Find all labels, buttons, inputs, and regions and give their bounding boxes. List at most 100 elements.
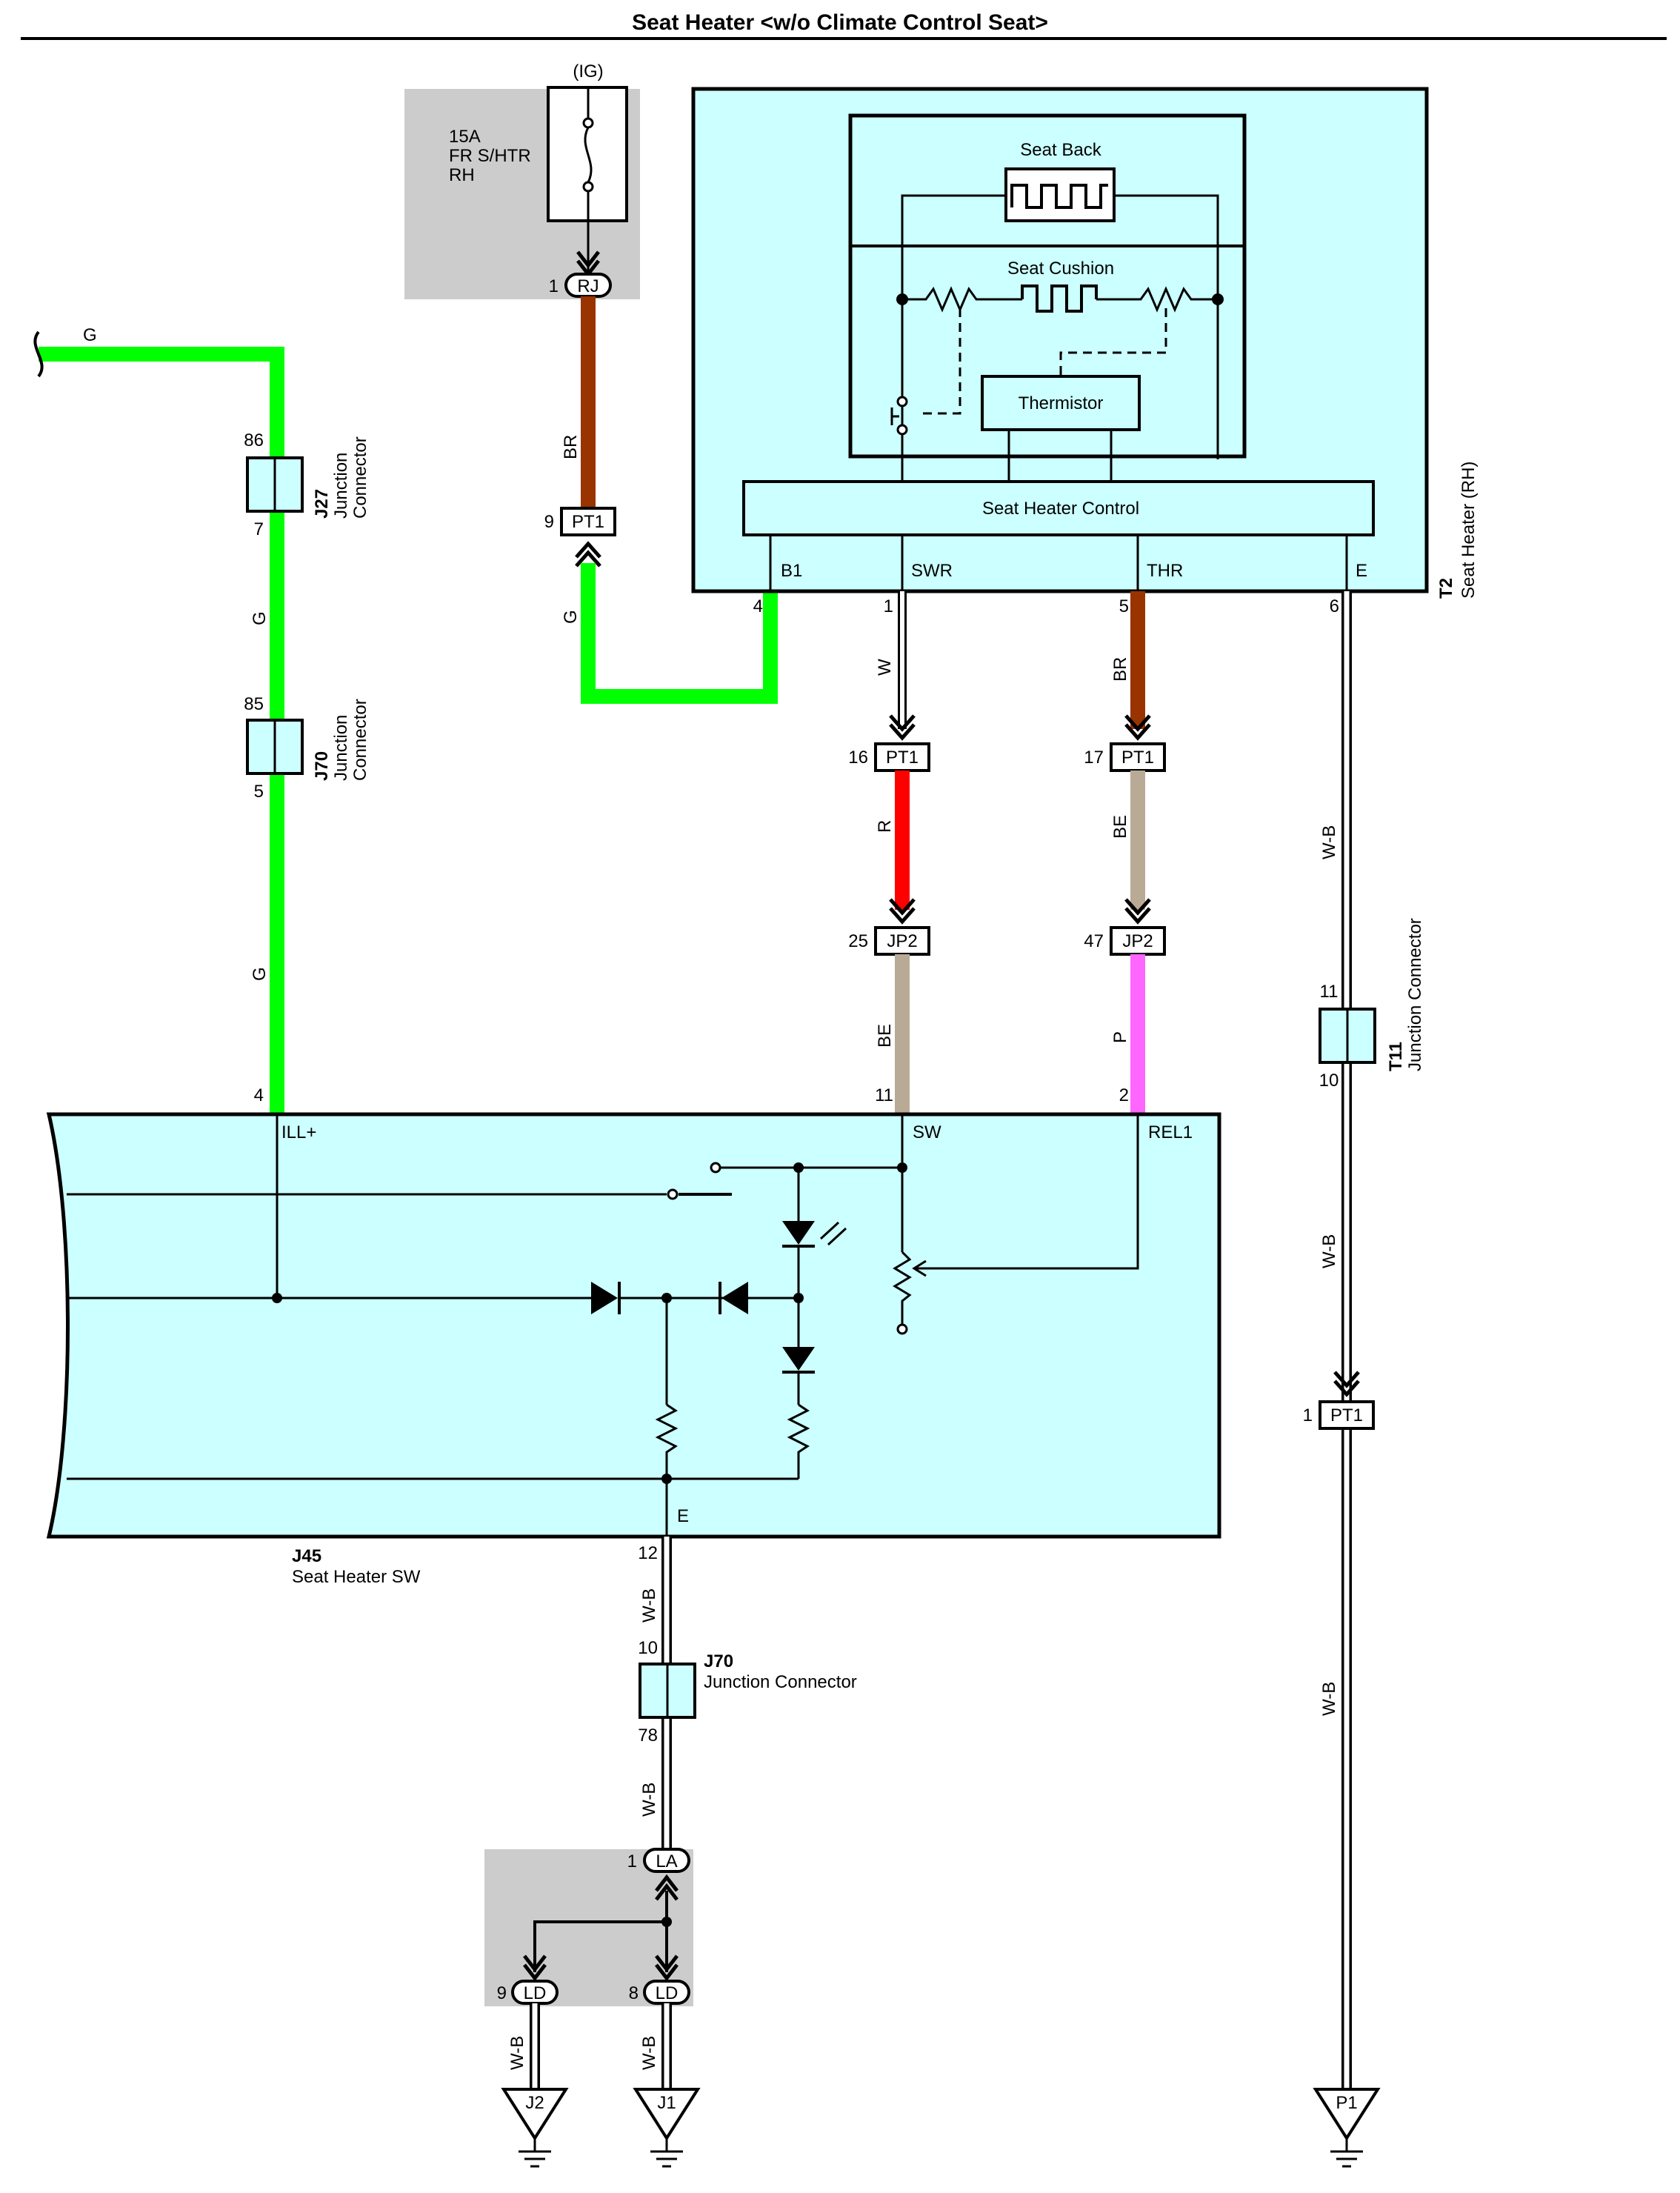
seat-cushion-label: Seat Cushion bbox=[1007, 259, 1114, 279]
connector-ld-a-label: LD bbox=[524, 1983, 547, 2003]
j27-line1: Junction bbox=[331, 453, 351, 519]
pin-e: 6 bbox=[1330, 596, 1339, 616]
wire-wb-switch-label-2: W-B bbox=[639, 1783, 659, 1817]
wire-break-icon bbox=[33, 330, 44, 378]
connector-ld-b-label: LD bbox=[656, 1983, 679, 2003]
switch-pin-ill: 4 bbox=[254, 1085, 264, 1105]
diode-2-icon bbox=[721, 1282, 748, 1314]
terminal-ill: ILL+ bbox=[281, 1122, 316, 1142]
switch-contact-icon bbox=[667, 1188, 679, 1200]
terminal-e: E bbox=[1356, 561, 1367, 581]
switch-pin-sw: 11 bbox=[875, 1085, 893, 1105]
seat-back-label: Seat Back bbox=[1020, 140, 1101, 160]
potentiometer-icon bbox=[893, 1251, 912, 1325]
switch-name: Seat Heater SW bbox=[292, 1567, 421, 1587]
fuse-name-label: FR S/HTR bbox=[449, 146, 531, 166]
connector-jp2-a bbox=[874, 926, 930, 956]
j70b-code: J70 bbox=[704, 1651, 733, 1671]
j70a-line1: Junction bbox=[331, 715, 351, 781]
fuse-side-label: RH bbox=[449, 165, 475, 185]
j27-pin-in: 86 bbox=[244, 430, 264, 450]
connector-pt1-a bbox=[560, 507, 616, 536]
seat-heater-control-label: Seat Heater Control bbox=[982, 499, 1139, 519]
connector-pt1-b-label: PT1 bbox=[886, 748, 919, 768]
connector-rj-label: RJ bbox=[577, 276, 599, 296]
wire-g-b1 bbox=[581, 563, 778, 704]
wire-g-b1-label: G bbox=[561, 610, 581, 624]
indicator-led-icon bbox=[782, 1221, 815, 1245]
connector-pt1-c-pin: 17 bbox=[1084, 748, 1104, 768]
terminal-sw-e: E bbox=[677, 1506, 689, 1526]
connector-la bbox=[643, 1848, 690, 1873]
wire-wb-right-label-2: W-B bbox=[1319, 1234, 1339, 1268]
page-title: Seat Heater <w/o Climate Control Seat> bbox=[632, 10, 1048, 35]
wire-wb-right-label-1: W-B bbox=[1319, 825, 1339, 859]
j27-pin-out: 7 bbox=[254, 519, 264, 539]
terminal-b1: B1 bbox=[781, 561, 802, 581]
thermal-switch-icon bbox=[896, 396, 908, 407]
connector-ld-a-pin: 9 bbox=[497, 1983, 507, 2003]
j70b-pin-in: 10 bbox=[638, 1638, 658, 1658]
cushion-resistor-right-icon bbox=[1096, 286, 1218, 313]
diode-3-icon bbox=[782, 1347, 815, 1371]
connector-pt1-b bbox=[874, 742, 930, 772]
connector-pt1-c-label: PT1 bbox=[1121, 748, 1154, 768]
resistor-1-icon bbox=[655, 1403, 679, 1479]
seat-heater-code: T2 bbox=[1436, 578, 1456, 599]
ig-supply-label: (IG) bbox=[573, 61, 603, 81]
ground-p1-label: P1 bbox=[1336, 2093, 1357, 2113]
switch-pin-e: 12 bbox=[638, 1543, 658, 1563]
t11-name: Junction Connector bbox=[1405, 918, 1425, 1071]
seat-heater-name: Seat Heater (RH) bbox=[1459, 462, 1479, 599]
connector-pt1-d bbox=[1319, 1400, 1375, 1430]
switch-code: J45 bbox=[292, 1546, 321, 1566]
thermistor-box bbox=[981, 375, 1141, 431]
seat-heater-control-box bbox=[742, 480, 1375, 536]
wire-g-ill bbox=[39, 347, 284, 1114]
pin-thr: 5 bbox=[1119, 596, 1129, 616]
wire-br-thr-label: BR bbox=[1110, 657, 1130, 682]
connector-jp2-a-label: JP2 bbox=[887, 931, 917, 951]
thermistor-label: Thermistor bbox=[1019, 393, 1104, 413]
wire-p-label: P bbox=[1110, 1031, 1130, 1043]
terminal-thr: THR bbox=[1147, 561, 1183, 581]
cushion-resistor-left-icon bbox=[902, 286, 1022, 313]
wire-wb-right-label-3: W-B bbox=[1319, 1682, 1339, 1716]
resistor-2-icon bbox=[787, 1403, 810, 1479]
t11-pin-in: 11 bbox=[1320, 982, 1339, 1002]
wire-br-label: BR bbox=[561, 435, 581, 459]
j70b-name: Junction Connector bbox=[704, 1672, 857, 1692]
j70a-line2: Connector bbox=[350, 699, 370, 781]
j70a-code: J70 bbox=[312, 751, 332, 781]
j27-code: J27 bbox=[312, 489, 332, 519]
terminal-sw: SW bbox=[913, 1122, 941, 1142]
switch-pin-rel1: 2 bbox=[1119, 1085, 1129, 1105]
wire-be-sw-label: BE bbox=[875, 1024, 895, 1048]
wire-g-mid-label: G bbox=[250, 611, 270, 625]
wire-wb-switch-label-1: W-B bbox=[639, 1588, 659, 1623]
connector-jp2-a-pin: 25 bbox=[848, 931, 868, 951]
j70a-pin-out: 5 bbox=[254, 782, 264, 802]
wire-be-thr-label: BE bbox=[1110, 815, 1130, 839]
connector-la-pin: 1 bbox=[627, 1851, 637, 1871]
ground-j2-icon bbox=[501, 2088, 569, 2168]
t11-pin-out: 10 bbox=[1319, 1071, 1339, 1091]
wire-r-label: R bbox=[875, 820, 895, 833]
j70b-pin-out: 78 bbox=[638, 1726, 658, 1746]
ground-j1-label: J1 bbox=[657, 2093, 676, 2113]
cushion-heater-icon bbox=[1021, 284, 1098, 313]
connector-pt1-d-label: PT1 bbox=[1330, 1405, 1363, 1425]
ground-j1-icon bbox=[633, 2088, 701, 2168]
connector-rj-pin: 1 bbox=[549, 276, 559, 296]
connector-jp2-b-label: JP2 bbox=[1122, 931, 1153, 951]
j70a-pin-in: 85 bbox=[244, 694, 264, 714]
wire-w-label: W bbox=[875, 659, 895, 676]
wire-wb-j1-label: W-B bbox=[639, 2036, 659, 2070]
t11-code: T11 bbox=[1386, 1042, 1406, 1071]
connector-pt1-b-pin: 16 bbox=[848, 748, 868, 768]
terminal-rel1: REL1 bbox=[1148, 1122, 1193, 1142]
wire-wb-j2-label: W-B bbox=[507, 2036, 527, 2070]
pin-swr: 1 bbox=[884, 596, 893, 616]
connector-ld-b-pin: 8 bbox=[629, 1983, 639, 2003]
